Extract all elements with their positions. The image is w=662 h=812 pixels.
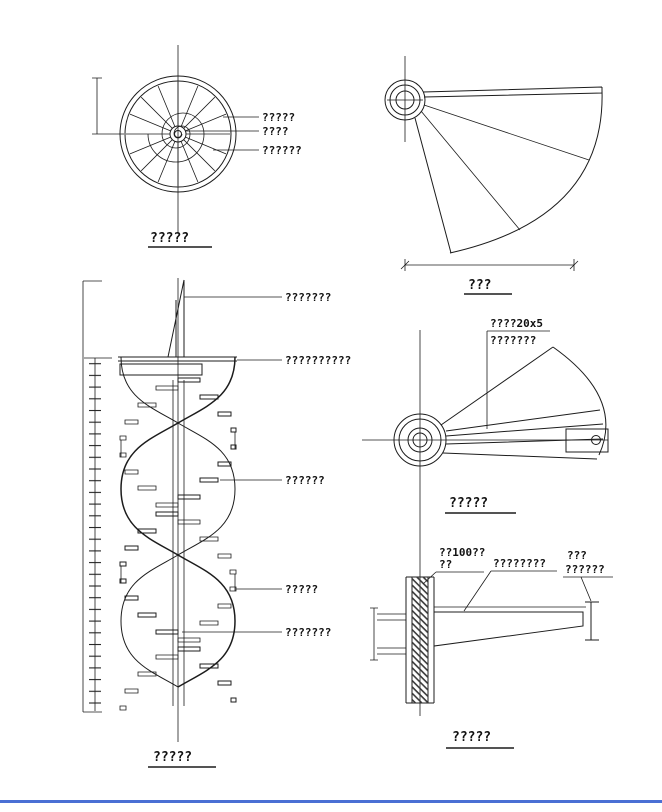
footer-accent-line: [0, 800, 662, 803]
tread-plan-dimension-line: [400, 259, 579, 271]
section-label-5: ??????: [565, 563, 605, 576]
plan-view: ????? ???? ?????? ?????: [92, 45, 302, 248]
tread-elevation-view: ????20x5 ??????? ?????: [362, 317, 609, 716]
section-tread-end-bracket: [585, 601, 599, 641]
plan-handrail-spiral: [147, 112, 205, 163]
elevation-label-1: ???????: [285, 291, 331, 304]
section-label-4: ???: [567, 549, 587, 562]
elevation-riser-ticks: [89, 358, 101, 711]
plan-inner-rim-circle: [124, 80, 232, 188]
tread-elevation-pin-outer: [407, 427, 433, 453]
elevation-label-3: ??????: [285, 474, 325, 487]
tread-elevation-fan-arc: [552, 346, 607, 456]
tread-plan-title: ???: [468, 278, 491, 293]
tread-elevation-label-2: ???????: [490, 334, 536, 347]
elevation-outer-dimension: [82, 280, 112, 713]
plan-label-3: ??????: [262, 144, 302, 157]
tread-elevation-hub-outer: [393, 413, 447, 467]
tread-elevation-fan-edges: [440, 346, 604, 460]
section-detail-view: ??100?? ?? ???????? ??? ?????? ?????: [370, 546, 613, 749]
section-label-3: ????????: [493, 557, 546, 570]
elevation-label-5: ???????: [285, 626, 331, 639]
section-title: ?????: [452, 730, 491, 745]
section-label-2: ??: [439, 558, 452, 571]
tread-plan-fan-radials: [420, 104, 590, 231]
section-label-1: ??100??: [439, 546, 485, 559]
tread-plan-hub-outer: [384, 79, 426, 121]
elevation-view: ??????? ?????????? ?????? ????? ??????? …: [82, 278, 351, 768]
tread-elevation-pin-inner: [412, 432, 428, 448]
plan-title: ?????: [150, 231, 189, 246]
section-leader-c: [563, 576, 613, 602]
section-column-hatch: [412, 577, 428, 703]
tread-elevation-bolt-circle: [591, 435, 601, 445]
tread-plan-view: ???: [384, 56, 603, 295]
tread-plan-hub-inner: [389, 84, 421, 116]
plan-label-1: ?????: [262, 111, 295, 124]
elevation-landing-lines: [118, 356, 237, 362]
elevation-stringer-verticals: [120, 432, 236, 591]
elevation-treads-front: [119, 377, 237, 703]
plan-left-datum-bracket: [92, 77, 124, 135]
section-leader-a: [422, 571, 484, 585]
elevation-title: ?????: [153, 750, 192, 765]
elevation-label-2: ??????????: [285, 354, 351, 367]
plan-hub-pin-circle: [174, 130, 182, 138]
elevation-handrail-front: [120, 356, 236, 688]
elevation-handrail-back: [120, 356, 236, 688]
tread-plan-fan-edges: [414, 86, 603, 254]
tread-elevation-label-1: ????20x5: [490, 317, 543, 330]
tread-plan-hub-hatched-core: [395, 90, 415, 110]
elevation-treads-back: [119, 385, 237, 711]
elevation-top-post: [167, 279, 185, 358]
tread-elevation-hub-inner: [398, 418, 442, 462]
tread-plan-fan-arc: [449, 89, 603, 254]
plan-label-2: ????: [262, 125, 289, 138]
elevation-landing-slab: [119, 363, 203, 376]
section-left-stub: [370, 607, 406, 661]
section-tread-wedge: [433, 611, 584, 647]
elevation-column-edges: [172, 380, 185, 706]
elevation-label-4: ?????: [285, 583, 318, 596]
section-leader-b: [463, 570, 557, 612]
tread-elevation-title: ?????: [449, 496, 488, 511]
tread-elevation-end-bracket: [565, 428, 609, 453]
